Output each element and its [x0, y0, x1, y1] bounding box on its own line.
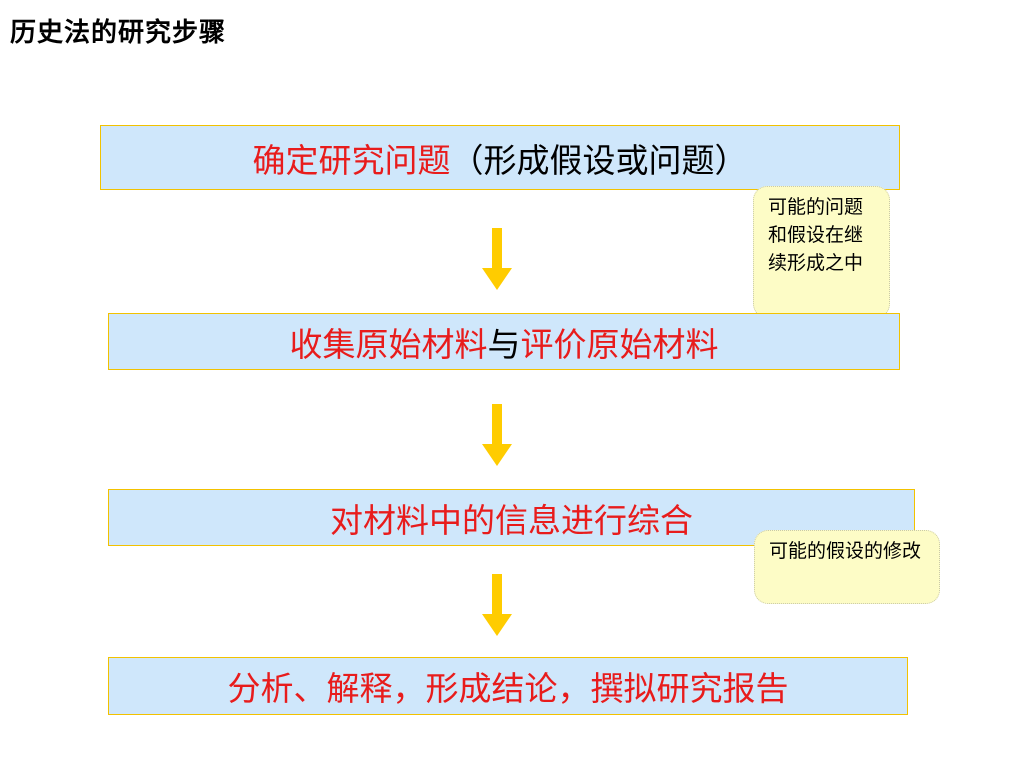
step-3-label: 对材料中的信息进行综合: [330, 500, 693, 540]
step-2-part2: 评价原始材料: [520, 324, 719, 364]
step-4-label: 分析、解释，形成结论，撰拟研究报告: [227, 669, 789, 708]
note-hypothesis-forming: 可能的问题和假设在继续形成之中: [753, 186, 890, 318]
down-arrow-icon: [482, 404, 512, 466]
step-1-label: 确定研究问题: [252, 140, 451, 180]
step-2-part1: 收集原始材料: [289, 324, 488, 364]
step-1-parenthetical: （形成假设或问题）: [450, 140, 748, 180]
step-2-connector: 与: [487, 324, 521, 364]
step-3-box: 对材料中的信息进行综合: [108, 489, 915, 546]
step-1-box: 确定研究问题（形成假设或问题）: [100, 125, 900, 190]
down-arrow-icon: [482, 228, 512, 290]
step-4-box: 分析、解释，形成结论，撰拟研究报告: [108, 657, 908, 715]
down-arrow-icon: [482, 574, 512, 636]
step-2-box: 收集原始材料与评价原始材料: [108, 313, 900, 370]
note-hypothesis-revision: 可能的假设的修改: [754, 530, 940, 604]
page-title: 历史法的研究步骤: [10, 18, 227, 48]
